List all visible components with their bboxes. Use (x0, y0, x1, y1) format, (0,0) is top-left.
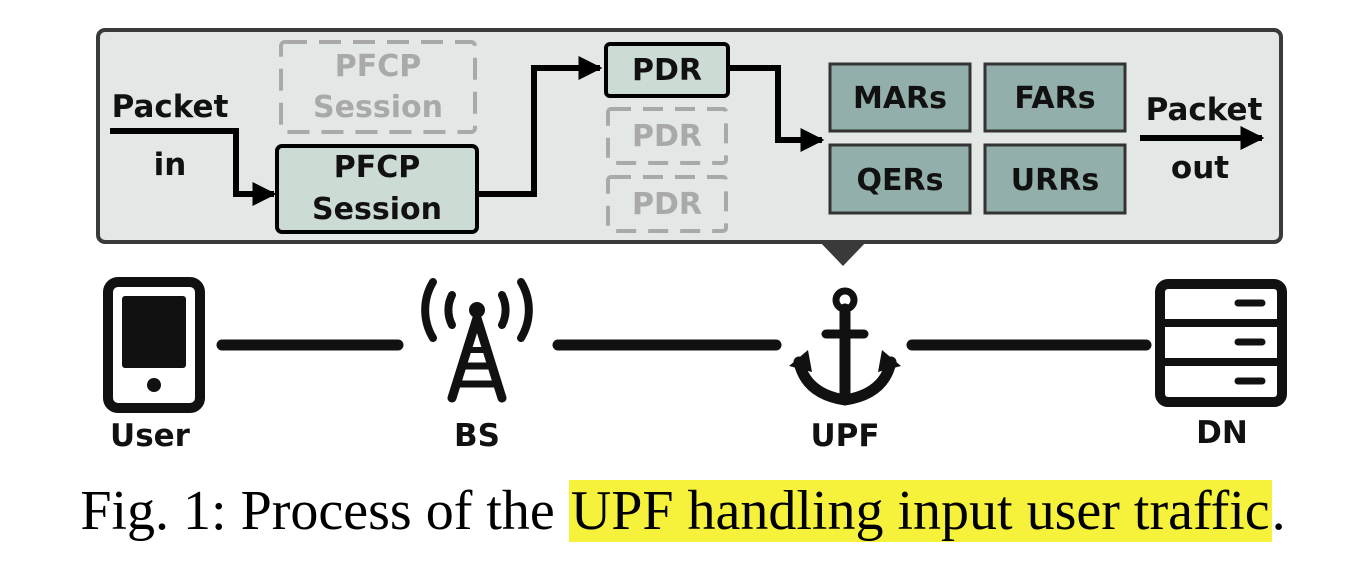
dn-label: DN (1196, 415, 1248, 451)
user-label: User (110, 418, 191, 454)
anchor-icon (789, 287, 901, 406)
urrs-box: URRs (983, 143, 1127, 215)
packet-in-arrow (110, 128, 277, 206)
urrs-label: URRs (1011, 163, 1099, 198)
mars-label: MARs (853, 81, 947, 116)
pdr-ghost-box-2: PDR (606, 175, 728, 233)
pfcp-session-ghost: PFCP Session (279, 40, 477, 134)
fars-box: FARs (983, 62, 1127, 133)
caption-highlight: UPF handling input user traffic (568, 480, 1272, 542)
packet-out-label-line2: out (1171, 150, 1229, 186)
pfcp-session-ghost-line1: PFCP (335, 49, 421, 84)
server-icon (1155, 279, 1287, 407)
pfcp-session-box: PFCP Session (275, 144, 479, 234)
packet-out-label-line1: Packet (1146, 92, 1263, 128)
pfcp-session-line1: PFCP (334, 150, 420, 185)
pfcp-session-ghost-line2: Session (313, 90, 443, 125)
pdr-ghost-label-2: PDR (632, 187, 702, 222)
bs-label: BS (454, 418, 500, 454)
qers-label: QERs (857, 163, 944, 198)
panel-pointer (818, 240, 868, 266)
cell-tower-icon (421, 278, 533, 403)
pdr-to-rules-arrow (728, 65, 825, 152)
packet-in-label-line1: Packet (112, 89, 229, 125)
pdr-ghost-box-1: PDR (606, 107, 728, 165)
session-to-pdr-arrow (477, 56, 603, 197)
caption-suffix: . (1271, 480, 1286, 542)
caption-prefix: Fig. 1: Process of the (80, 480, 569, 542)
qers-box: QERs (828, 143, 972, 215)
pdr-active-box: PDR (604, 42, 730, 98)
pfcp-session-line2: Session (312, 192, 442, 227)
fars-label: FARs (1014, 81, 1095, 116)
packet-in-label-line2: in (154, 147, 187, 183)
figure-caption: Fig. 1: Process of the UPF handling inpu… (0, 478, 1366, 545)
smartphone-icon (103, 277, 205, 413)
mars-box: MARs (828, 62, 972, 133)
pdr-active-label: PDR (632, 53, 702, 88)
upf-label: UPF (810, 418, 879, 454)
pdr-ghost-label-1: PDR (632, 119, 702, 154)
